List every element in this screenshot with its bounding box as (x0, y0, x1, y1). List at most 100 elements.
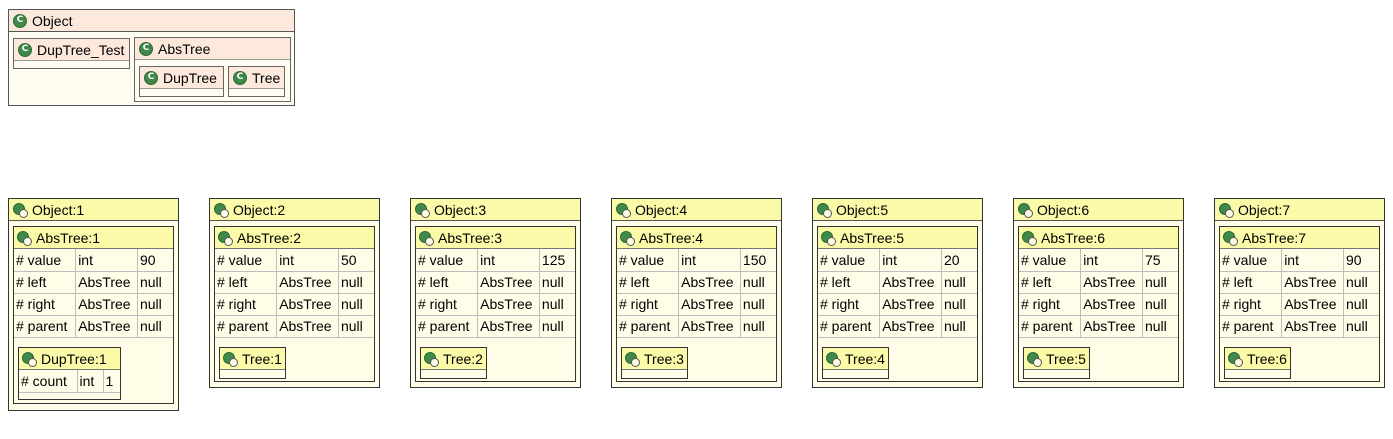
field-type: AbsTree (477, 293, 540, 316)
field-name: # parent (1019, 315, 1082, 338)
abstree-part-title: AbsTree:7 (1242, 229, 1307, 246)
field-value: null (338, 271, 374, 294)
field-name: # value (1019, 249, 1082, 272)
field-type: AbsTree (276, 293, 339, 316)
subclass-part-header: Tree:2 (421, 348, 486, 370)
subclass-part[interactable]: Tree:3 (621, 347, 688, 379)
class-tree-box[interactable]: C Tree (228, 66, 285, 97)
object-header: Object:5 (813, 199, 982, 221)
object-icon (22, 351, 37, 367)
field-value: 1 (103, 370, 120, 393)
object-icon-ring (220, 208, 229, 218)
field-value: null (539, 315, 575, 338)
subclass-part-title: Tree:4 (845, 350, 885, 367)
object-icon (817, 202, 832, 218)
class-abstree-box[interactable]: C AbsTree C DupTree C Tree (134, 37, 291, 102)
class-duptree-label: DupTree (163, 69, 217, 86)
abstree-part-title: AbsTree:5 (840, 229, 905, 246)
field-type: AbsTree (276, 271, 339, 294)
field-type: int (477, 249, 540, 272)
field-value: 125 (539, 249, 575, 272)
field-name: # left (818, 271, 881, 294)
subclass-part[interactable]: Tree:5 (1023, 347, 1090, 379)
abstree-part-header: AbsTree:2 (215, 227, 374, 249)
abstree-part-header: AbsTree:6 (1019, 227, 1178, 249)
class-duptree-test-box[interactable]: C DupTree_Test (13, 38, 130, 69)
field-value: null (740, 293, 776, 316)
field-type: AbsTree (477, 271, 540, 294)
class-duptree-box[interactable]: C DupTree (139, 66, 224, 97)
field-value: 75 (1142, 249, 1178, 272)
field-type: AbsTree (75, 293, 138, 316)
subclass-part-title: DupTree:1 (41, 350, 107, 367)
object-icon-ring (1225, 208, 1234, 218)
field-value: null (1343, 271, 1379, 294)
object-icon-ring (832, 357, 841, 367)
field-type: int (77, 370, 104, 393)
object-icon (17, 230, 32, 246)
field-value: null (539, 271, 575, 294)
field-type: AbsTree (477, 315, 540, 338)
subclass-part-header: Tree:3 (622, 348, 687, 370)
subclass-part-body (823, 370, 888, 376)
object-icon (1027, 351, 1042, 367)
object-header: Object:1 (9, 199, 178, 221)
class-object-box[interactable]: C Object C DupTree_Test C AbsTree C DupT… (8, 9, 295, 106)
object-icon (419, 230, 434, 246)
object-icon (1223, 230, 1238, 246)
field-name: # left (14, 271, 77, 294)
field-type: AbsTree (1080, 271, 1143, 294)
field-value: null (941, 293, 977, 316)
field-name: # left (1220, 271, 1283, 294)
field-name: # value (818, 249, 881, 272)
subclass-part[interactable]: Tree:6 (1224, 347, 1291, 379)
field-type: int (276, 249, 339, 272)
subclass-part[interactable]: Tree:1 (219, 347, 286, 379)
field-type: AbsTree (678, 293, 741, 316)
field-name: # right (1220, 293, 1283, 316)
field-value: null (1343, 293, 1379, 316)
class-abstree-label: AbsTree (158, 40, 211, 57)
object-icon (826, 351, 841, 367)
field-name: # left (416, 271, 479, 294)
field-value: 150 (740, 249, 776, 272)
field-type: AbsTree (75, 271, 138, 294)
object-icon (1219, 202, 1234, 218)
field-value: null (1142, 293, 1178, 316)
object-icon-ring (631, 357, 640, 367)
class-icon: C (18, 42, 32, 57)
subclass-part-body (622, 370, 687, 376)
subclass-part[interactable]: Tree:4 (822, 347, 889, 379)
class-tree-label: Tree (252, 69, 281, 86)
subclass-part[interactable]: Tree:2 (420, 347, 487, 379)
object-icon (218, 230, 233, 246)
object-title: Object:4 (635, 201, 688, 218)
field-type: AbsTree (75, 315, 138, 338)
object-icon-ring (425, 236, 434, 246)
field-name: # left (215, 271, 278, 294)
subclass-part-header: Tree:4 (823, 348, 888, 370)
field-value: 90 (1343, 249, 1379, 272)
field-type: int (879, 249, 942, 272)
